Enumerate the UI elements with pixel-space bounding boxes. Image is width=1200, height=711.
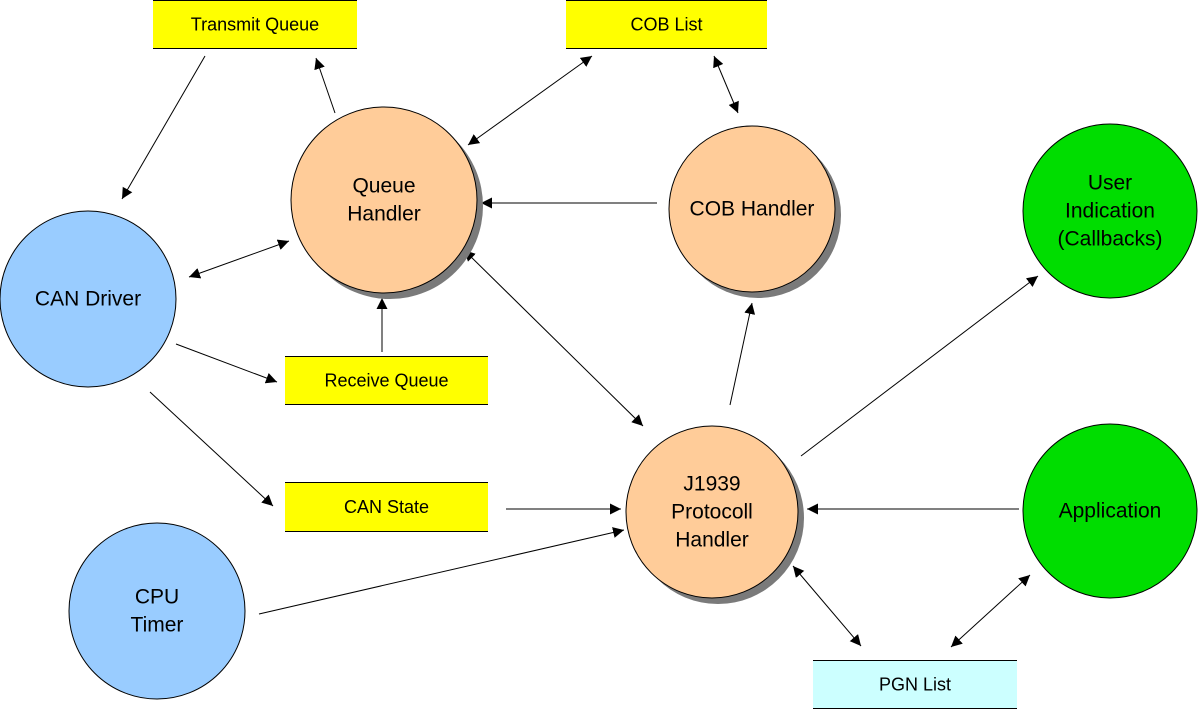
application-circle [1022,423,1198,599]
edge-can-driver-to-can-state [149,391,274,507]
edge-j1939-handler-to-pgn-list [792,565,862,647]
transmit-queue-box: Transmit Queue [153,0,357,49]
pgn-list-label: PGN List [879,675,951,695]
user-indication-label: User [1088,172,1132,195]
user-indication-label: (Callbacks) [1057,228,1162,251]
receive-queue-label: Receive Queue [324,371,448,391]
user-indication-circle [1022,123,1198,299]
receive-queue-box: Receive Queue [285,356,488,405]
edge-cpu-timer-to-j1939-handler [258,527,625,615]
edge-can-driver-to-queue-handler [188,239,290,279]
can-driver-circle [0,210,177,388]
cpu-timer-circle [68,522,246,700]
can-driver-node: CAN Driver [0,210,177,388]
transmit-queue-label: Transmit Queue [191,15,319,35]
cpu-timer-node: CPU Timer [68,522,246,700]
edge-j1939-handler-to-cob-handler [729,302,756,406]
edges-layer [121,55,1039,648]
application-label: Application [1059,500,1162,523]
user-indication-label: Indication [1065,200,1155,223]
j1939-handler-label: J1939 [683,473,740,496]
pgn-list-box: PGN List [813,660,1017,709]
can-state-label: CAN State [344,497,429,517]
can-driver-label: CAN Driver [35,288,141,311]
cob-list-label: COB List [630,15,702,35]
queue-handler-label: Handler [347,203,421,226]
cpu-timer-label: Timer [131,614,184,637]
edge-queue-handler-to-cob-list [467,55,593,146]
cob-handler-node: COB Handler [668,125,841,298]
queue-handler-circle [290,106,478,294]
edge-can-driver-to-receive-queue [175,343,278,384]
can-state-box: CAN State [285,482,488,532]
edge-queue-handler-to-j1939-handler [463,249,644,427]
application-node: Application [1022,423,1198,599]
edge-j1939-handler-to-user-indication [800,275,1039,457]
j1939-handler-label: Handler [675,529,749,552]
queue-handler-label: Queue [352,175,415,198]
edge-transmit-queue-to-can-driver [121,55,206,200]
cob-handler-circle [668,125,836,293]
j1939-handler-label: Protocoll [671,501,753,524]
cob-handler-label: COB Handler [690,198,815,221]
edge-queue-handler-to-transmit-queue [314,57,336,114]
j1939-handler-circle [625,425,799,599]
cob-list-box: COB List [566,0,767,49]
edge-application-to-pgn-list [950,574,1031,648]
cpu-timer-label: CPU [135,586,179,609]
edge-cob-list-to-cob-handler [713,55,739,114]
